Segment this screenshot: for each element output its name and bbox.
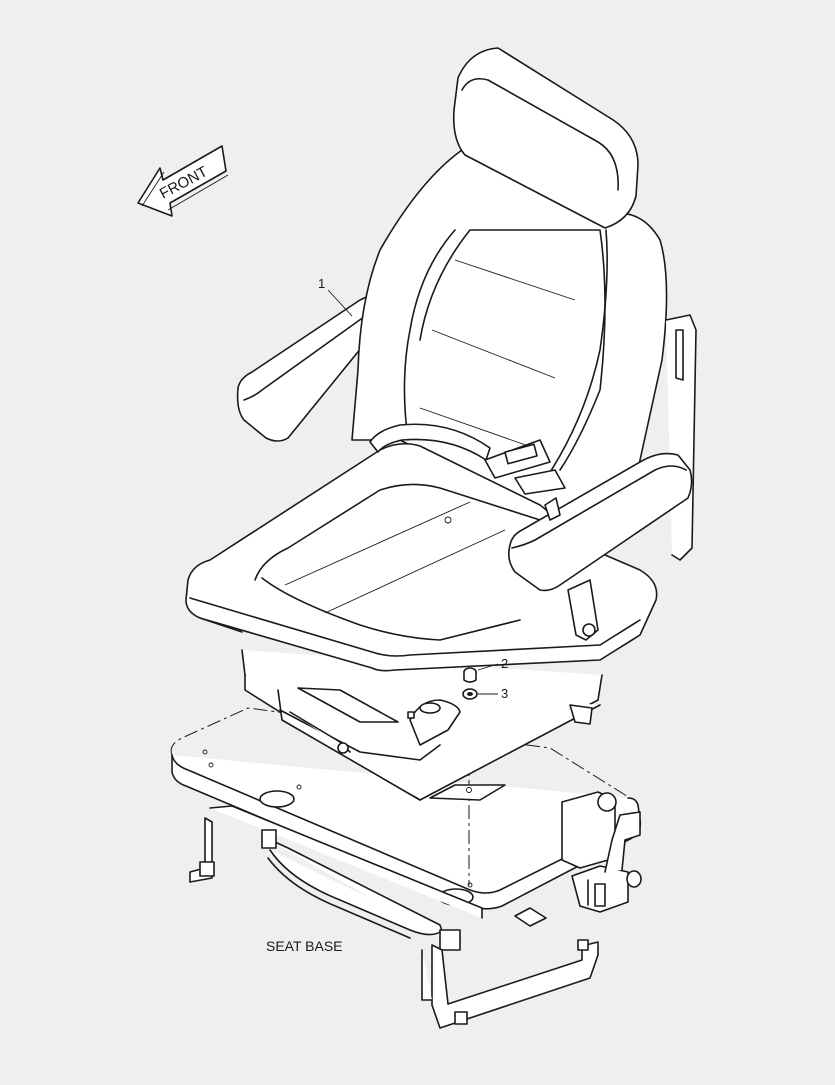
bolt-icon xyxy=(463,667,477,683)
callout-1-leader xyxy=(327,289,353,317)
seat-belt xyxy=(369,423,599,641)
seat-headrest xyxy=(452,47,639,229)
callout-2: 2 xyxy=(501,656,508,671)
callout-3: 3 xyxy=(501,686,508,701)
seat-base-label: SEAT BASE xyxy=(266,938,343,954)
seat-suspension xyxy=(241,649,603,801)
front-arrow-icon xyxy=(137,145,229,217)
washer-icon xyxy=(462,688,478,700)
right-armrest xyxy=(508,452,693,592)
seat-base-frame xyxy=(189,791,642,1029)
callout-2-leader xyxy=(477,663,499,671)
callout-1: 1 xyxy=(318,276,325,291)
seat-base-plate xyxy=(170,707,642,910)
